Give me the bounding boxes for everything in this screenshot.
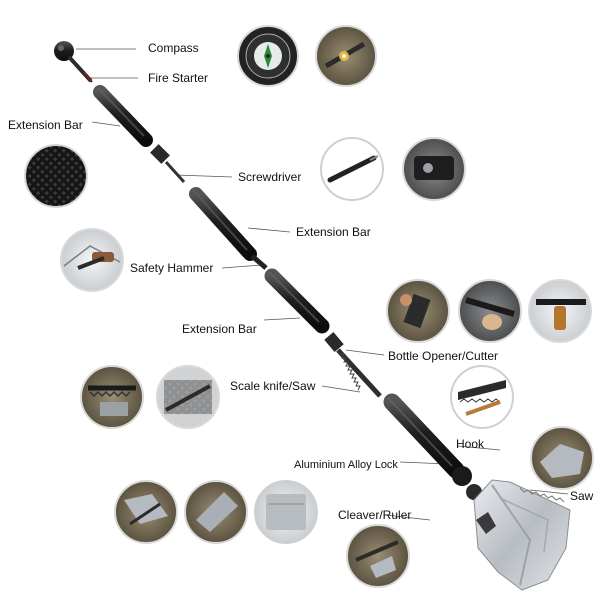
label-screwdriver: Screwdriver: [238, 170, 302, 184]
label-fire-starter: Fire Starter: [148, 71, 209, 85]
fire-starter-rod: [68, 56, 93, 83]
compass-cap: [54, 41, 74, 61]
label-cleaver-ruler: Cleaver/Ruler: [338, 508, 412, 522]
label-aluminium-alloy-lock: Aluminium Alloy Lock: [294, 459, 398, 471]
label-bottle-opener-cutter: Bottle Opener/Cutter: [388, 349, 499, 363]
bottle-opener-photo-3: [528, 279, 592, 343]
screwdriver-photo: [320, 137, 384, 201]
extension-bar-1: [93, 85, 153, 147]
bottle-opener-photo-1: [386, 279, 450, 343]
compass-photo: [237, 25, 299, 87]
label-extension-bar-1: Extension Bar: [8, 118, 83, 132]
cleaver-photo-3: [254, 480, 318, 544]
safety-hammer-photo: [60, 228, 124, 292]
label-extension-bar-2: Extension Bar: [296, 225, 371, 239]
label-extension-bar-3: Extension Bar: [182, 322, 257, 336]
scale-knife-photo-1: [80, 365, 144, 429]
label-compass: Compass: [148, 41, 199, 55]
scale-knife-photo-2: [156, 365, 220, 429]
bottle-opener-piece: [324, 332, 344, 352]
bottle-opener-photo-2: [458, 279, 522, 343]
grip-texture-photo: [24, 144, 88, 208]
label-safety-hammer: Safety Hammer: [130, 261, 214, 275]
label-hook: Hook: [456, 437, 485, 451]
cleaver-ruler-photo: [346, 524, 410, 588]
label-scale-knife-saw: Scale knife/Saw: [230, 379, 316, 393]
scale-knife-saw-blade: [336, 348, 382, 398]
shovel-blade: [473, 479, 571, 591]
fire-starter-photo: [315, 25, 377, 87]
screwdriver-use-photo: [402, 137, 466, 201]
cleaver-photo-2: [184, 480, 248, 544]
hook-photo: [530, 426, 594, 490]
extension-bar-2: [189, 187, 268, 270]
extension-bar-3: [264, 268, 330, 334]
saw-photo: [450, 365, 514, 429]
cleaver-photo-1: [114, 480, 178, 544]
screwdriver-bit: [150, 144, 186, 184]
label-saw: Saw: [570, 489, 594, 503]
